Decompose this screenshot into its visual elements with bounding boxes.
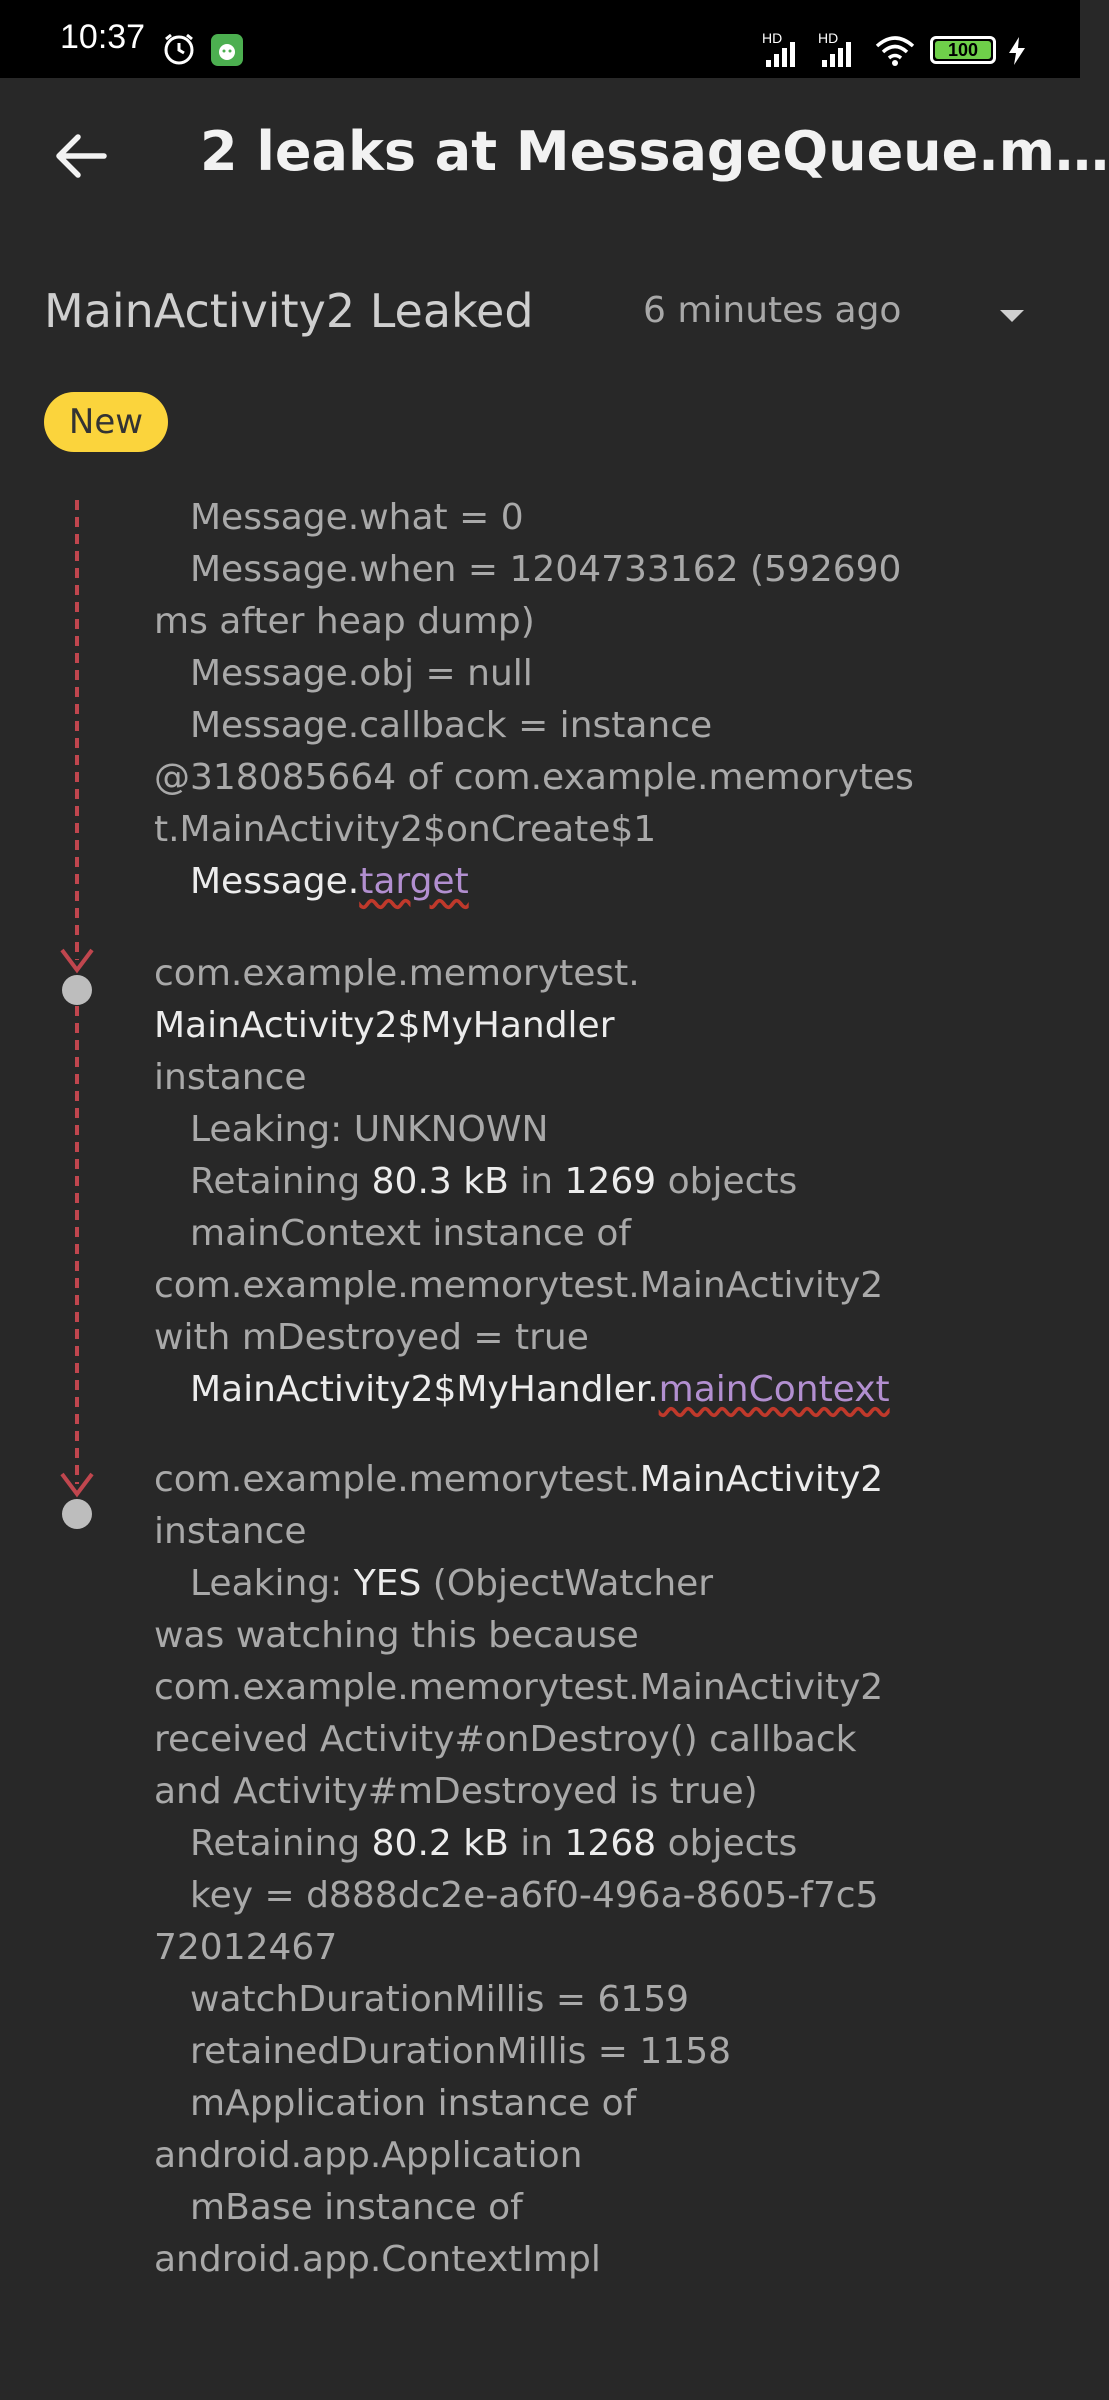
- signal-icon: [766, 42, 795, 67]
- trace-line: 72012467: [154, 1927, 338, 1968]
- leaking-status: Leaking: UNKNOWN: [190, 1109, 549, 1150]
- trace-line: com.example.memorytest.MainActivity2: [154, 1265, 884, 1306]
- reference-line: Message.target: [154, 856, 954, 908]
- node-class: com.example.memorytest.: [154, 953, 640, 994]
- leak-title: MainActivity2 Leaked: [44, 284, 534, 338]
- trace-line: was watching this because: [154, 1615, 639, 1656]
- status-time: 10:37: [60, 18, 146, 56]
- leak-trace: Message.what = 0 Message.when = 12047331…: [154, 492, 954, 2286]
- hd-label: HD: [762, 30, 783, 46]
- signal-icon: [822, 42, 851, 67]
- trace-line: watchDurationMillis = 6159: [190, 1979, 690, 2020]
- status-badge: New: [44, 392, 168, 452]
- toolbar: 2 leaks at MessageQueue.m…: [0, 78, 1109, 238]
- retaining-line: Retaining 80.2 kB in 1268 objects: [190, 1823, 798, 1864]
- page-title: 2 leaks at MessageQueue.m…: [200, 120, 1109, 183]
- trace-line: key = d888dc2e-a6f0-496a-8605-f7c5: [190, 1875, 879, 1916]
- reference-owner: Message.: [190, 861, 360, 902]
- trace-line: @318085664 of com.example.memorytes: [154, 757, 914, 798]
- leaking-status: Leaking: YES (ObjectWatcher: [190, 1563, 714, 1604]
- reference-field: target: [359, 861, 469, 902]
- arrow-left-icon: [56, 134, 107, 178]
- node-class-name: MainActivity2$MyHandler: [154, 1005, 615, 1046]
- trace-line: Message.obj = null: [190, 653, 533, 694]
- trace-line: and Activity#mDestroyed is true): [154, 1771, 758, 1812]
- app-notification-icon: [211, 34, 243, 66]
- alarm-icon: [164, 33, 194, 65]
- node-kind: instance: [154, 1511, 307, 1552]
- charging-icon: [1009, 37, 1025, 65]
- wifi-icon: [875, 36, 915, 66]
- trace-line: with mDestroyed = true: [154, 1317, 589, 1358]
- trace-line: mApplication instance of: [190, 2083, 637, 2124]
- trace-line: Message.what = 0: [190, 497, 524, 538]
- trace-line: received Activity#onDestroy() callback: [154, 1719, 857, 1760]
- trace-line: mainContext instance of: [190, 1213, 632, 1254]
- reference-line: MainActivity2$MyHandler.mainContext: [154, 1364, 954, 1416]
- trace-line: Message.when = 1204733162 (592690: [190, 549, 902, 590]
- reference-owner: MainActivity2$MyHandler.: [190, 1369, 659, 1410]
- leak-header[interactable]: MainActivity2 Leaked 6 minutes ago: [0, 270, 1080, 360]
- trace-node: [62, 975, 92, 1005]
- back-button[interactable]: [40, 116, 120, 196]
- trace-line: ms after heap dump): [154, 601, 535, 642]
- trace-line: android.app.Application: [154, 2135, 583, 2176]
- status-bar: 10:37 HD HD 100: [0, 0, 1080, 78]
- chevron-down-icon[interactable]: [992, 296, 1032, 336]
- battery-level: 100: [935, 41, 991, 59]
- trace-node: [62, 1499, 92, 1529]
- node-class: com.example.memorytest.MainActivity2: [154, 1459, 884, 1500]
- node-kind: instance: [154, 1057, 307, 1098]
- trace-line: Message.callback = instance: [190, 705, 713, 746]
- trace-line: mBase instance of: [190, 2187, 523, 2228]
- reference-field: mainContext: [658, 1369, 890, 1410]
- hd-label: HD: [818, 30, 839, 46]
- trace-line: com.example.memorytest.MainActivity2: [154, 1667, 884, 1708]
- trace-line: retainedDurationMillis = 1158: [190, 2031, 732, 2072]
- trace-line: android.app.ContextImpl: [154, 2239, 601, 2280]
- battery-icon: 100: [930, 36, 996, 64]
- trace-line: t.MainActivity2$onCreate$1: [154, 809, 657, 850]
- leak-time: 6 minutes ago: [643, 290, 902, 331]
- retaining-line: Retaining 80.3 kB in 1269 objects: [190, 1161, 798, 1202]
